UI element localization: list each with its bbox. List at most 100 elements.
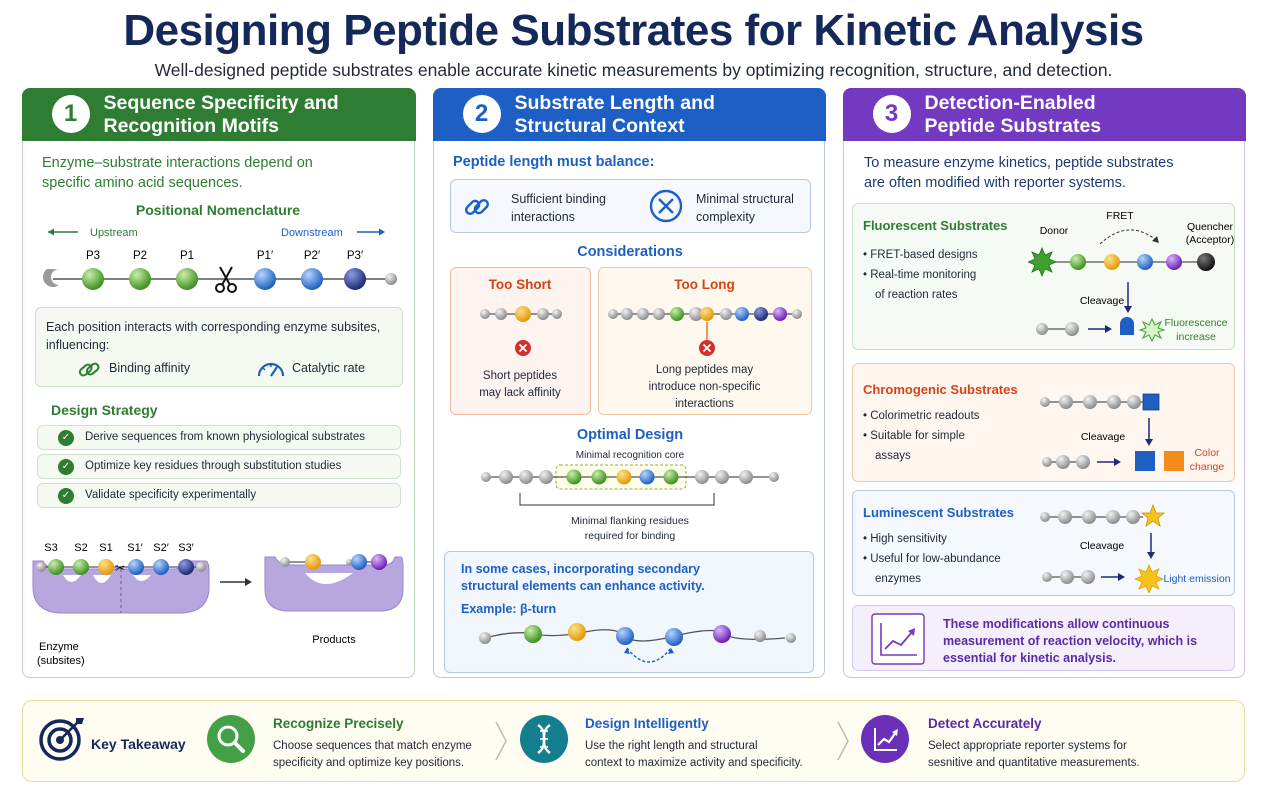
- strategy-item: ✓ Validate specificity experimentally: [37, 483, 401, 508]
- checkmark-icon: ✓: [58, 430, 74, 446]
- list-item: enzymes: [863, 569, 1001, 589]
- binding-line: Sufficient binding: [511, 192, 606, 206]
- chromophore-released-icon: [1164, 451, 1184, 471]
- chromogenic-box: Chromogenic Substrates • Colorimetric re…: [852, 363, 1235, 482]
- positional-nomenclature-diagram: Upstream Downstream P3 P2 P1 P1′ P2′ P3′: [42, 227, 397, 293]
- product-residue: [371, 554, 387, 570]
- takeaway-text: Select appropriate reporter systems for …: [928, 738, 1140, 772]
- panel-title: Sequence Specificity and Recognition Mot…: [104, 92, 339, 138]
- intro-line: To measure enzyme kinetics, peptide subs…: [864, 155, 1174, 171]
- chevron-right-icon: [495, 721, 507, 761]
- checkmark-icon: ✓: [58, 488, 74, 504]
- binding-affinity-label: Binding affinity: [109, 361, 191, 375]
- panel-number: 1: [51, 94, 90, 133]
- panel-title: Substrate Length and Structural Context: [515, 92, 715, 138]
- c-terminus: [385, 273, 397, 285]
- takeaway-line: Select appropriate reporter systems for: [928, 740, 1127, 752]
- core-label: Minimal recognition core: [575, 450, 685, 461]
- panel-sequence-specificity: 1 Sequence Specificity and Recognition M…: [21, 87, 416, 678]
- chart-trend-icon: [871, 613, 925, 665]
- list-item: • High sensitivity: [863, 533, 947, 545]
- fret-diagram: FRET Donor Quencher (Acceptor) Cleavage …: [1028, 210, 1234, 343]
- magnifier-icon: [207, 715, 255, 763]
- strategy-item: ✓ Derive sequences from known physiologi…: [37, 425, 401, 450]
- panel-header: 3 Detection-Enabled Peptide Substrates: [842, 87, 1246, 141]
- product-residue: [280, 557, 290, 567]
- takeaway-line: sesnitive and quantitative measurements.: [928, 757, 1140, 769]
- panel-header: 1 Sequence Specificity and Recognition M…: [21, 87, 416, 141]
- secondary-structure-box: In some cases, incorporating secondary s…: [444, 551, 814, 673]
- fluorescent-list: • FRET-based designs • Real-time monitor…: [863, 245, 978, 305]
- intro-text: Enzyme–substrate interactions depend on …: [42, 153, 313, 193]
- list-item: • Colorimetric readouts: [863, 410, 980, 422]
- too-short-line: may lack affinity: [479, 387, 561, 399]
- list-item: assays: [863, 446, 980, 466]
- fluorescence-increase-label: Fluorescence: [1164, 317, 1227, 329]
- fluorescent-box: Fluorescent Substrates • FRET-based desi…: [852, 203, 1235, 350]
- subsite-text: Each position interacts with correspondi…: [46, 318, 380, 354]
- enzyme-label: (subsites): [37, 655, 85, 667]
- fluorescent-title: Fluorescent Substrates: [863, 218, 1008, 233]
- residue-p3: [82, 268, 104, 290]
- luminescent-diagram: Cleavage Light emission: [1040, 503, 1231, 593]
- reaction-arrowhead: [245, 578, 252, 586]
- scissors-icon: ✂: [115, 561, 125, 575]
- takeaway-line: Choose sequences that match enzyme: [273, 740, 472, 752]
- flanking-bracket: [519, 493, 715, 506]
- list-item-text: High sensitivity: [870, 533, 947, 545]
- beta-turn-diagram: [479, 623, 796, 663]
- donor-star-icon: [1028, 246, 1058, 278]
- strategy-item-text: Derive sequences from known physiologica…: [85, 431, 365, 443]
- chromophore-icon: [1142, 393, 1160, 411]
- list-item-text: Suitable for simple: [870, 430, 965, 442]
- summary-line: essential for kinetic analysis.: [943, 651, 1116, 665]
- list-item-text: assays: [875, 450, 911, 462]
- summary-text: These modifications allow continuous mea…: [943, 616, 1197, 667]
- long-peptide-diagram: [608, 307, 802, 356]
- short-peptide-diagram: [480, 306, 562, 356]
- position-label: P2′: [304, 250, 320, 262]
- residue-p3-prime: [344, 268, 366, 290]
- panel-title-line: Recognition Motifs: [103, 114, 279, 137]
- bound-residue: [48, 559, 64, 575]
- key-takeaway-label: Key Takeaway: [91, 736, 186, 752]
- takeaway-line: specificity and optimize key positions.: [273, 757, 465, 769]
- luminescent-title: Luminescent Substrates: [863, 505, 1014, 520]
- summary-line: These modifications allow continuous: [943, 617, 1170, 631]
- panel-substrate-length: 2 Substrate Length and Structural Contex…: [432, 87, 826, 678]
- bound-residue: [98, 559, 114, 575]
- bound-residue: [36, 562, 46, 572]
- takeaway-line: Use the right length and structural: [585, 740, 758, 752]
- position-label: P3: [86, 250, 100, 262]
- subsite-label: S3: [44, 542, 57, 554]
- luminescent-box: Luminescent Substrates • High sensitivit…: [852, 490, 1235, 596]
- chromogenic-diagram: Cleavage Color change: [1040, 393, 1224, 473]
- panel-header: 2 Substrate Length and Structural Contex…: [432, 87, 826, 141]
- panel-title-line: Sequence Specificity and: [103, 91, 339, 114]
- color-change-label: Color: [1194, 447, 1220, 459]
- bound-residue: [178, 559, 194, 575]
- intro-line: Enzyme–substrate interactions depend on: [42, 155, 313, 171]
- list-item: • FRET-based designs: [863, 249, 978, 261]
- too-short-box: Too Short Short peptides may lack affini…: [450, 267, 591, 415]
- residue-p1: [176, 268, 198, 290]
- link-icon: [464, 198, 490, 216]
- residue-p2: [129, 268, 151, 290]
- panel-title-line: Substrate Length and: [514, 91, 715, 114]
- panel-title-line: Peptide Substrates: [924, 114, 1102, 137]
- takeaway-title: Recognize Precisely: [273, 716, 404, 731]
- flank-text: Minimal flanking residues required for b…: [434, 514, 826, 544]
- link-icon: [78, 362, 100, 377]
- enzyme-pockets: [63, 575, 151, 583]
- luminophore-star-icon: [1140, 503, 1166, 527]
- quencher-label: (Acceptor): [1186, 234, 1234, 246]
- panel-number: 3: [872, 94, 911, 133]
- example-label: Example: β-turn: [461, 602, 557, 616]
- subsite-label: S1′: [127, 542, 143, 554]
- catalytic-rate-label: Catalytic rate: [292, 361, 365, 375]
- secondary-text: In some cases, incorporating secondary s…: [461, 561, 705, 595]
- panel-title-line: Detection-Enabled: [924, 91, 1096, 114]
- takeaway-title: Design Intelligently: [585, 716, 709, 731]
- fluorescence-burst-icon: [1138, 317, 1166, 343]
- panel-title: Detection-Enabled Peptide Substrates: [925, 92, 1102, 138]
